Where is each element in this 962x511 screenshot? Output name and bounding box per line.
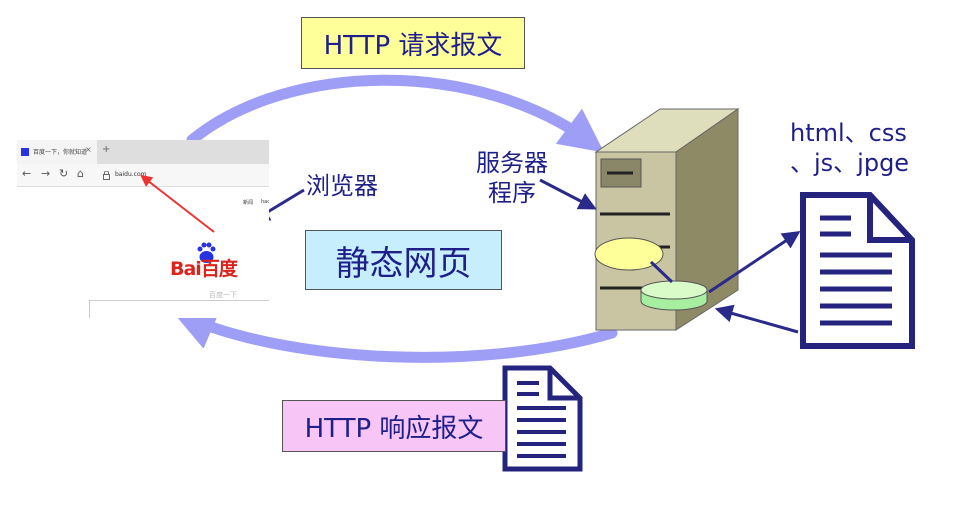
files-label-line1: html、css	[790, 119, 907, 147]
server-program-pointer	[539, 178, 597, 210]
http-request-box: HTTP 请求报文	[301, 17, 525, 69]
files-label: html、css 、js、jpge	[790, 118, 909, 178]
request-arrow	[186, 74, 605, 153]
response-arrow	[171, 308, 618, 363]
server-label-line1: 服务器	[476, 149, 548, 177]
disk-to-db-line	[649, 260, 674, 284]
baidu-logo: Bai百度	[170, 258, 238, 280]
tab-close-icon[interactable]: ×	[85, 145, 92, 154]
tab-favicon-icon	[21, 148, 29, 156]
baidu-paw-icon	[197, 242, 216, 263]
tab-title: 百度一下，你就知道	[33, 149, 88, 156]
response-document-icon	[502, 365, 583, 472]
red-pointer-arrow	[140, 174, 215, 233]
http-response-box: HTTP 响应报文	[282, 400, 506, 452]
browser-tab[interactable]: 百度一下，你就知道 ×	[17, 140, 97, 164]
document-icon	[800, 192, 915, 349]
new-tab-icon[interactable]: +	[102, 144, 111, 155]
browser-window: 百度一下，你就知道 × + ← → ↻ ⌂ baidu.com 新闻 hao B…	[17, 140, 269, 318]
home-icon[interactable]: ⌂	[77, 167, 84, 180]
link-hao[interactable]: hao	[261, 199, 269, 205]
static-page-label: 静态网页	[335, 243, 472, 284]
logo-subtext: 百度一下	[209, 291, 237, 299]
db-to-files-pointer	[708, 231, 801, 294]
forward-icon[interactable]: →	[41, 167, 51, 180]
database-icon	[640, 280, 708, 311]
link-news[interactable]: 新闻	[243, 200, 254, 206]
disk-icon	[594, 237, 664, 271]
files-label-line2: 、js、jpge	[790, 149, 910, 177]
server-label-line2: 程序	[488, 179, 536, 207]
http-response-label: HTTP 响应报文	[304, 413, 484, 444]
back-icon[interactable]: ←	[22, 167, 32, 180]
search-input[interactable]	[89, 300, 269, 318]
files-to-server-pointer	[714, 304, 799, 334]
static-page-box: 静态网页	[305, 230, 502, 290]
reload-icon[interactable]: ↻	[59, 167, 69, 180]
url-text[interactable]: baidu.com	[115, 171, 147, 178]
server-program-label: 服务器 程序	[476, 148, 548, 208]
server-icon	[594, 108, 740, 331]
lock-icon	[103, 171, 110, 180]
browser-label: 浏览器	[306, 172, 378, 200]
http-request-label: HTTP 请求报文	[323, 30, 503, 61]
